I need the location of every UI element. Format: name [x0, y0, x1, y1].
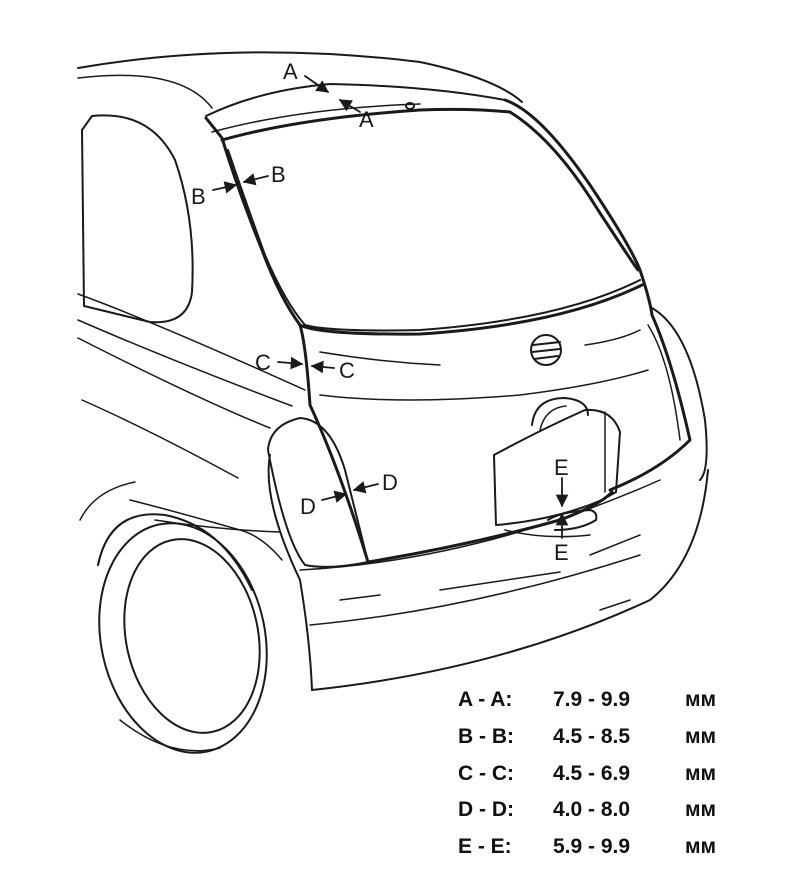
label-b-left: B	[191, 184, 206, 209]
gap-arrows	[212, 75, 569, 539]
spec-pair: C - C:	[458, 762, 514, 785]
spec-row-d: D - D: 4.0 - 8.0 мм	[458, 798, 716, 821]
spec-row-c: C - C: 4.5 - 6.9 мм	[458, 762, 716, 785]
spec-unit: мм	[685, 725, 716, 748]
arrow-d-right	[352, 481, 379, 494]
arrow-a-bottom	[338, 99, 361, 113]
spec-range: 4.5 - 8.5	[553, 725, 630, 748]
spec-range: 4.5 - 6.9	[553, 762, 630, 785]
arrow-c-right	[310, 360, 335, 374]
gap-labels: A A B B C C D D E E	[191, 59, 569, 565]
arrow-c-left	[277, 356, 304, 370]
back-door	[204, 98, 692, 564]
arrow-a-top	[304, 75, 330, 93]
spec-unit: мм	[685, 835, 716, 858]
spec-row-a: A - A: 7.9 - 9.9 мм	[458, 688, 716, 711]
label-e-top: E	[554, 455, 569, 480]
spec-unit: мм	[685, 688, 716, 711]
spec-row-e: E - E: 5.9 - 9.9 мм	[458, 835, 716, 858]
spec-range: 5.9 - 9.9	[553, 835, 630, 858]
spec-row-b: B - B: 4.5 - 8.5 мм	[458, 725, 716, 748]
label-c-left: C	[255, 350, 271, 375]
label-b-right: B	[271, 162, 286, 187]
label-c-right: C	[339, 358, 355, 383]
spec-pair: B - B:	[458, 725, 514, 748]
spec-range: 4.0 - 8.0	[553, 798, 630, 821]
spec-unit: мм	[685, 762, 716, 785]
spec-pair: E - E:	[458, 835, 512, 858]
label-e-bottom: E	[554, 540, 569, 565]
arrow-b-right	[242, 173, 269, 186]
spec-pair: D - D:	[458, 798, 514, 821]
arrow-b-left	[212, 181, 238, 194]
label-a-top: A	[283, 59, 298, 84]
arrow-d-left	[321, 490, 348, 503]
label-d-left: D	[300, 494, 316, 519]
spec-unit: мм	[685, 798, 716, 821]
spec-pair: A - A:	[458, 688, 512, 711]
gap-spec-legend: A - A: 7.9 - 9.9 мм B - B: 4.5 - 8.5 мм …	[458, 688, 716, 858]
label-a-bottom: A	[359, 107, 374, 132]
label-d-right: D	[382, 470, 398, 495]
car-body	[77, 51, 709, 754]
spec-range: 7.9 - 9.9	[553, 688, 630, 711]
